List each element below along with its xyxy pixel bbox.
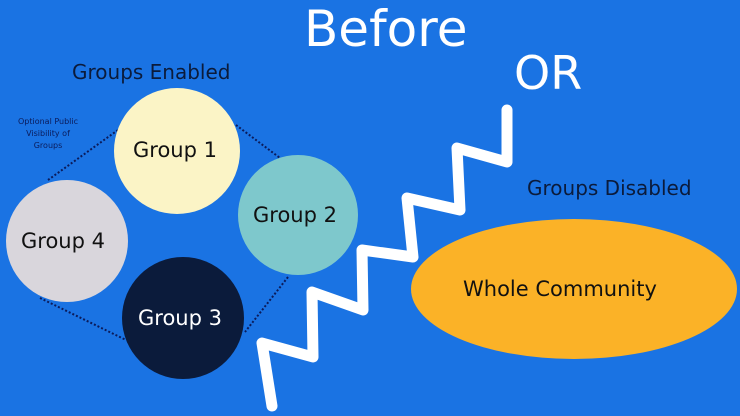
group-4-label: Group 4 [21,229,105,253]
visibility-links [39,124,289,341]
or-label: OR [514,46,583,100]
group-3-label: Group 3 [138,306,222,330]
link-group1-group2 [235,124,281,159]
whole-community-ellipse [411,219,737,359]
link-group2-group3 [244,276,289,333]
zigzag-divider [256,104,513,412]
group-1-label: Group 1 [133,138,217,162]
group-2-circle [238,155,358,275]
group-4-circle [6,180,128,302]
whole-community-label: Whole Community [463,277,657,301]
group-2-label: Group 2 [253,203,337,227]
visibility-note: Optional Public Visibility of Groups [17,117,79,150]
groups-enabled-label: Groups Enabled [72,60,231,84]
group-3-circle [122,257,244,379]
title: Before [304,0,468,58]
groups-disabled-label: Groups Disabled [527,176,692,200]
group-1-circle [114,88,240,214]
link-group4-group3 [39,297,127,341]
